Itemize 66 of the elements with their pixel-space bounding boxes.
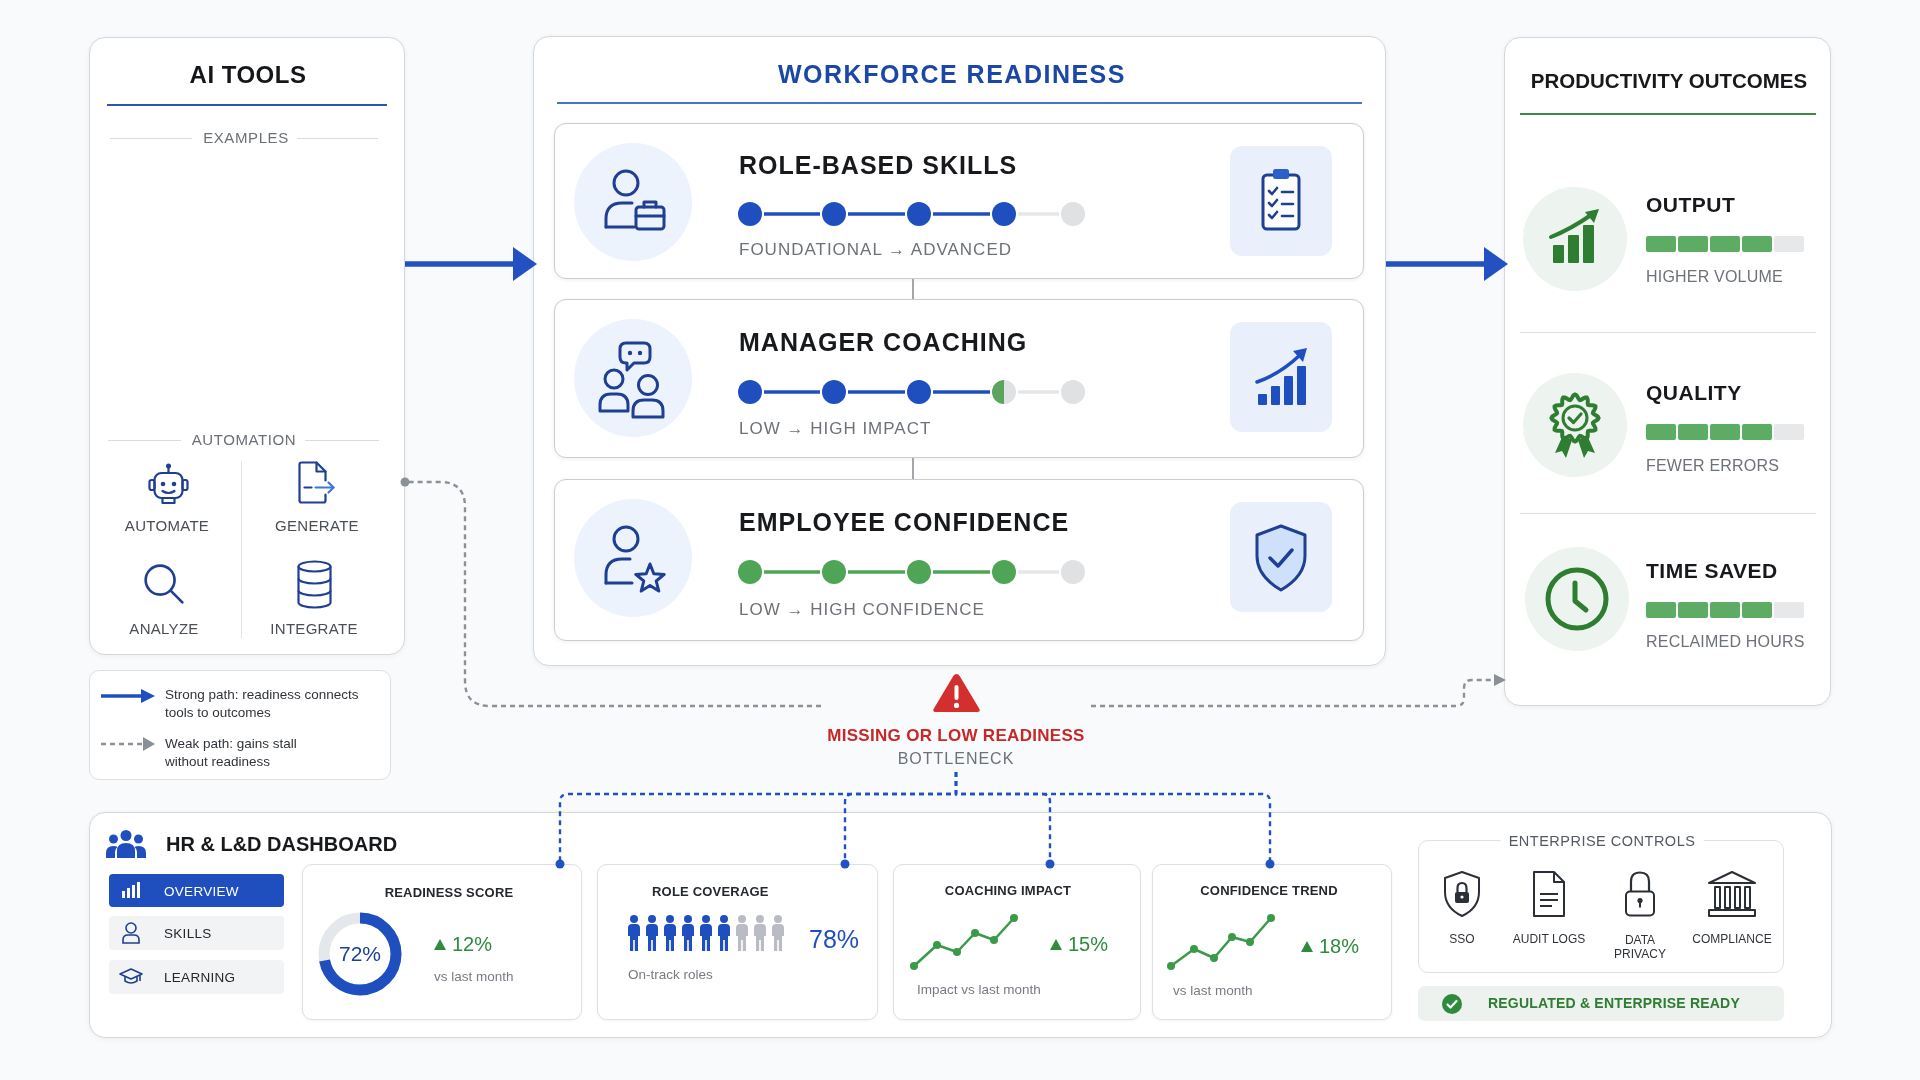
metric-title: ROLE COVERAGE: [652, 884, 769, 900]
skill-card: [554, 123, 1364, 279]
warning-subtitle: BOTTLENECK: [897, 749, 1015, 769]
outcome-title: QUALITY: [1646, 380, 1742, 406]
panel-title: PRODUCTIVITY OUTCOMES: [1530, 69, 1808, 93]
dashed-arrow: [1091, 674, 1506, 708]
section-heading: EXAMPLES: [203, 129, 289, 147]
metric-card: [302, 864, 582, 1020]
metric-caption: Impact vs last month: [917, 982, 1041, 998]
metric-caption: vs last month: [434, 969, 514, 985]
card-title: ROLE-BASED SKILLS: [739, 150, 1018, 180]
panel-title: WORKFORCE READINESS: [778, 59, 1126, 89]
connector-line: [912, 457, 914, 480]
metric-caption: On-track roles: [628, 967, 713, 983]
metric-value: 72%: [339, 941, 381, 967]
dashboard-title: HR & L&D DASHBOARD: [166, 832, 398, 856]
badge-text: REGULATED & ENTERPRISE READY: [1488, 994, 1740, 1012]
tool-label: GENERATE: [275, 517, 359, 535]
warning-title: MISSING OR LOW READINESS: [827, 726, 1085, 746]
nav-tab: OVERVIEW: [109, 874, 284, 907]
outcomes-panel: [1504, 37, 1831, 706]
metric-value: 78%: [809, 924, 860, 954]
tool-label: ANALYZE: [129, 620, 199, 638]
tool-label: AUTOMATE: [124, 517, 210, 535]
dashed-connector-line: [400, 477, 821, 708]
card-title: MANAGER COACHING: [739, 327, 1028, 357]
tools-panel: [89, 37, 405, 655]
metric-title: CONFIDENCE TREND: [1200, 883, 1338, 899]
metric-card: [597, 864, 878, 1020]
outcome-caption: HIGHER VOLUME: [1646, 267, 1783, 287]
status-badge: [1418, 986, 1784, 1021]
legend-text: Strong path: readiness connects tools to outcomes: [165, 686, 360, 722]
section-heading: AUTOMATION: [191, 431, 297, 449]
legend-text: Weak path: gains stall without readiness: [165, 735, 298, 771]
control-label: SSO: [1449, 933, 1475, 947]
skill-card: [554, 299, 1364, 458]
metric-card: [1152, 864, 1392, 1020]
change-value: 18%: [1319, 934, 1360, 958]
control-label: AUDIT LOGS: [1512, 933, 1586, 947]
panel-title: AI TOOLS: [189, 61, 307, 89]
scale-label: FOUNDATIONAL → ADVANCED: [739, 240, 1012, 260]
control-label: COMPLIANCE: [1692, 933, 1772, 947]
change-value: 12%: [452, 932, 493, 956]
metric-card: [893, 864, 1141, 1020]
scale-label: LOW → HIGH IMPACT: [739, 419, 932, 439]
dashed-connector-line: [954, 772, 1275, 869]
outcome-title: OUTPUT: [1646, 192, 1736, 218]
outcome-title: TIME SAVED: [1646, 558, 1778, 584]
change-value: 15%: [1068, 932, 1109, 956]
connector-line: [912, 278, 914, 300]
nav-tab: SKILLS: [109, 916, 284, 950]
outcome-caption: FEWER ERRORS: [1646, 456, 1780, 476]
metric-title: READINESS SCORE: [384, 885, 514, 901]
metric-title: COACHING IMPACT: [944, 883, 1072, 899]
control-label: DATA PRIVACY: [1613, 934, 1667, 962]
scale-label: LOW → HIGH CONFIDENCE: [739, 600, 985, 620]
nav-tab: LEARNING: [109, 960, 284, 994]
dashboard-panel: [89, 812, 1832, 1038]
thick-arrow: [405, 247, 537, 281]
readiness-panel: [533, 36, 1386, 666]
outcome-caption: RECLAIMED HOURS: [1646, 632, 1805, 652]
skill-card: [554, 479, 1364, 641]
thick-arrow: [1386, 247, 1508, 281]
metric-caption: vs last month: [1173, 983, 1253, 999]
tool-label: INTEGRATE: [270, 620, 358, 638]
card-title: EMPLOYEE CONFIDENCE: [739, 507, 1070, 537]
